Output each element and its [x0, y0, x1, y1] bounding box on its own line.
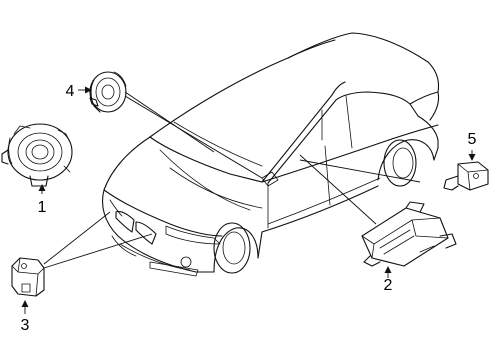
callout-1-label: 1: [38, 199, 47, 216]
car-illustration: [101, 32, 440, 277]
callout-5-label: 5: [468, 131, 477, 148]
part-1-clock-spring: [1, 123, 73, 187]
leader-lines: [43, 91, 421, 269]
callout-2-label: 2: [384, 277, 393, 294]
callout-arrows: [21, 86, 476, 314]
part-2-control-module: [361, 201, 457, 267]
callout-3-label: 3: [21, 317, 30, 334]
part-3-sensor: [11, 257, 45, 297]
part-5-sensor: [443, 161, 489, 191]
callout-4-label: 4: [66, 83, 75, 100]
part-4-sensor: [89, 71, 127, 113]
